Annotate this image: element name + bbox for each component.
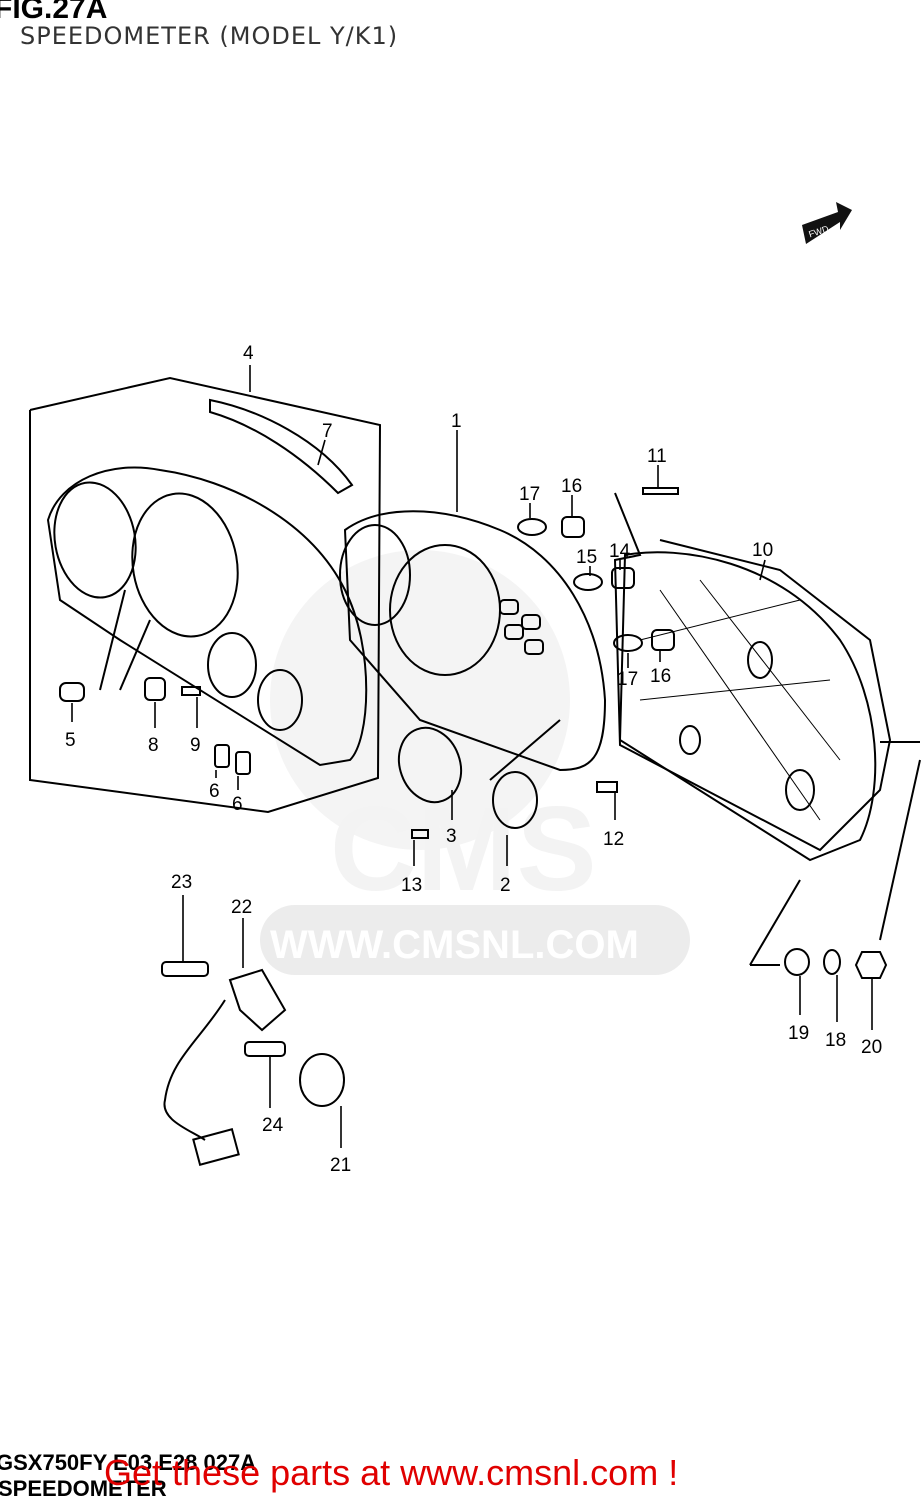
callout-9: 9 <box>190 735 201 756</box>
screw-13 <box>411 829 429 839</box>
cover-group-frame <box>29 376 382 814</box>
callout-3: 3 <box>446 826 457 847</box>
rear-case-leader <box>613 492 892 852</box>
callout-5: 5 <box>65 730 76 751</box>
screw-11 <box>642 487 679 495</box>
callout-16a: 16 <box>561 476 582 497</box>
cover-gauge-small-a <box>207 632 257 698</box>
section-name: SPEEDOMETER <box>0 1476 167 1501</box>
trim-strip <box>209 398 354 495</box>
bulb-socket-5 <box>59 682 85 702</box>
bulb-15 <box>573 573 603 591</box>
meter-body <box>343 510 607 772</box>
callout-20: 20 <box>861 1037 882 1058</box>
cover-gauge-small-b <box>257 669 303 731</box>
bolt-23 <box>161 961 209 977</box>
speed-sensor-22 <box>228 968 287 1032</box>
callout-17b: 17 <box>617 669 638 690</box>
screw-9 <box>181 686 201 696</box>
rear-case-boss-b <box>747 641 773 679</box>
figure-label: FIG.27A <box>0 0 108 25</box>
callout-19: 19 <box>788 1023 809 1044</box>
socket-14 <box>611 567 635 589</box>
callout-12: 12 <box>603 829 624 850</box>
rear-case-boss-a <box>785 769 815 811</box>
socket-8 <box>144 677 166 701</box>
meter-cover <box>46 466 368 767</box>
callout-6a: 6 <box>209 781 220 802</box>
tachometer-dial <box>339 524 411 626</box>
callout-4: 4 <box>243 343 254 364</box>
callout-7: 7 <box>322 421 333 442</box>
callout-13: 13 <box>401 875 422 896</box>
callout-1: 1 <box>451 411 462 432</box>
socket-16b <box>651 629 675 651</box>
rear-case-boss-c <box>679 725 701 755</box>
callout-16b: 16 <box>650 666 671 687</box>
screw-12 <box>596 781 618 793</box>
bolt-24 <box>244 1041 286 1057</box>
callout-15: 15 <box>576 547 597 568</box>
gear-unit-3 <box>397 726 463 804</box>
callout-21: 21 <box>330 1155 351 1176</box>
cover-gauge-left <box>53 481 137 599</box>
fwd-arrow-icon: FWD <box>802 202 852 244</box>
figure-subtitle: SPEEDOMETER (MODEL Y/K1) <box>20 22 399 50</box>
watermark: CMS WWW.CMSNL.COM <box>260 550 690 975</box>
bulb-17b <box>613 634 643 652</box>
callout-23: 23 <box>171 872 192 893</box>
callout-10: 10 <box>752 540 773 561</box>
callout-24: 24 <box>262 1115 284 1136</box>
connector-6b <box>235 751 251 775</box>
indicator-window-b <box>521 614 541 630</box>
sensor-lead <box>163 999 226 1141</box>
meter-socket-2 <box>492 771 538 829</box>
connector-6a <box>214 744 230 768</box>
cover-gauge-center <box>131 492 239 638</box>
socket-16a <box>561 516 585 538</box>
watermark-url-pill <box>260 905 690 975</box>
nut-20 <box>854 951 888 979</box>
sensor-connector <box>192 1128 240 1166</box>
rear-case <box>618 551 877 862</box>
indicator-window-c <box>504 624 524 640</box>
callouts: 4 7 1 11 17 16 15 14 10 17 16 5 8 9 6 6 … <box>65 343 882 1176</box>
cushion-19 <box>784 948 810 976</box>
callout-14: 14 <box>609 541 631 562</box>
watermark-logo-text: CMS <box>330 782 597 916</box>
callout-2: 2 <box>500 875 511 896</box>
callout-8: 8 <box>148 735 159 756</box>
washer-18 <box>823 949 841 975</box>
callout-18: 18 <box>825 1030 846 1051</box>
callout-leaders <box>71 365 873 1148</box>
bulb-17a <box>517 518 547 536</box>
callout-17a: 17 <box>519 484 540 505</box>
indicator-window-d <box>524 639 544 655</box>
indicator-window-a <box>499 599 519 615</box>
promo-link[interactable]: Get these parts at www.cmsnl.com ! <box>104 1452 679 1493</box>
rotor-21 <box>299 1053 345 1107</box>
model-code: GSX750FY E03 E28 027A <box>0 1450 257 1475</box>
callout-22: 22 <box>231 897 252 918</box>
callout-11: 11 <box>647 446 667 467</box>
watermark-url-text: WWW.CMSNL.COM <box>270 923 639 967</box>
drawing <box>29 376 921 1166</box>
callout-6b: 6 <box>232 794 243 815</box>
